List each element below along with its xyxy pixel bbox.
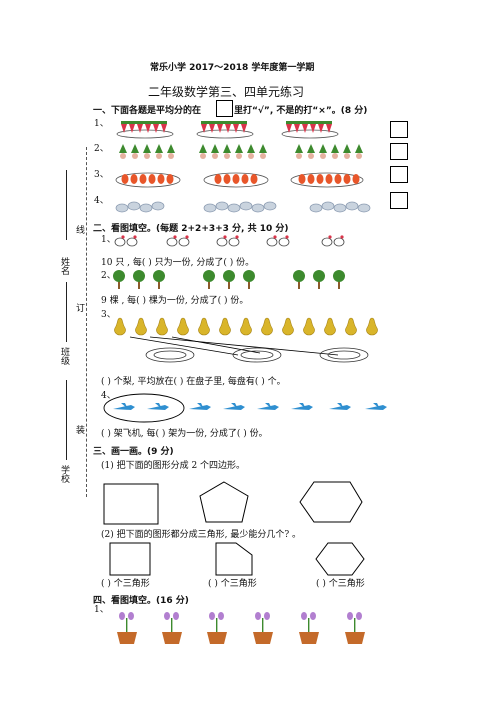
answer-box-1[interactable] — [390, 121, 408, 138]
plate-icon — [115, 172, 364, 188]
pentagon-shape — [199, 481, 249, 523]
carrot-plates — [115, 172, 364, 188]
s3-part1-text: (1) 把下面的图形分成 2 个四边形。 — [101, 461, 246, 471]
binding-char-zhuang: 装 — [76, 426, 86, 436]
s2-q1-text: 10 只 , 每( ) 只为一份, 分成了( ) 份。 — [101, 258, 255, 268]
name-label: 姓名 — [59, 257, 69, 275]
school-label: 学校 — [59, 465, 69, 483]
section2-heading: 二、看图填空。(每题 2+2+3+3 分, 共 10 分) — [93, 224, 289, 234]
s2-q3-number: 3、 — [101, 310, 116, 320]
strawberry-icon — [121, 124, 332, 133]
divide-shapes-1 — [103, 481, 363, 525]
radish-icon — [119, 144, 363, 159]
class-label: 班级 — [59, 347, 69, 365]
divide-shapes-2 — [109, 542, 365, 576]
hexagon-shape-2 — [315, 542, 365, 576]
section3-heading: 三、画一画。(9 分) — [93, 447, 174, 457]
airplane-icon — [113, 403, 387, 410]
carrot-icon — [121, 174, 360, 184]
s2-q4-text: ( ) 架飞机, 每( ) 架为一份, 分成了( ) 份。 — [101, 429, 268, 439]
s1-item-4-number: 4、 — [94, 196, 109, 206]
school-underline — [66, 380, 67, 460]
airplane-row — [103, 393, 387, 423]
s3-answer-2: ( ) 个三角形 — [208, 579, 257, 589]
answer-box-2[interactable] — [390, 143, 408, 160]
radish-row — [119, 144, 363, 159]
tree-icon — [113, 270, 345, 289]
s1-item-2-number: 2、 — [94, 144, 109, 154]
name-underline — [66, 170, 67, 240]
plate-icon — [145, 347, 369, 363]
chicken-icon — [114, 237, 345, 247]
binding-char-xian: 线 — [76, 226, 86, 236]
school-title: 常乐小学 2017～2018 学年度第一学期 — [150, 63, 315, 73]
rabbit-icon — [115, 201, 371, 213]
s3-part2-text: (2) 把下面的图形都分成三角形, 最少能分几个? 。 — [101, 530, 302, 540]
pear-row — [114, 317, 378, 336]
strawberry-plates — [116, 121, 339, 139]
pear-plates-with-arrows — [129, 336, 369, 363]
square-shape — [109, 542, 151, 576]
class-underline — [66, 282, 67, 342]
section4-heading: 四、看图填空。(16 分) — [93, 596, 189, 606]
flower-pot-row — [117, 612, 365, 644]
pear-icon — [114, 317, 378, 336]
house-pentagon-shape — [215, 542, 253, 576]
binding-dashed-line — [86, 147, 87, 497]
hexagon-shape — [299, 481, 363, 523]
s3-answer-3: ( ) 个三角形 — [316, 579, 365, 589]
answer-box-3[interactable] — [390, 166, 408, 183]
rectangle-shape — [103, 483, 159, 525]
heading-answer-box — [216, 100, 233, 117]
s3-answer-1: ( ) 个三角形 — [101, 579, 150, 589]
s2-q2-text: 9 棵 , 每( ) 棵为一份, 分成了( ) 份。 — [101, 296, 249, 306]
s4-q1-number: 1、 — [94, 605, 109, 615]
binding-char-ding: 订 — [76, 304, 86, 314]
chicken-row — [114, 235, 345, 247]
s2-q2-number: 2、 — [101, 271, 116, 281]
s1-item-3-number: 3、 — [94, 170, 109, 180]
s2-q1-number: 1、 — [101, 235, 116, 245]
section1-heading-tail: 里打“√”, 不是的打“×”。(8 分) — [234, 106, 368, 116]
flower-pot-icon — [117, 612, 365, 644]
answer-box-4[interactable] — [390, 192, 408, 209]
s2-q3-text: ( ) 个梨, 平均放在( ) 在盘子里, 每盘有( ) 个。 — [101, 377, 286, 387]
rabbit-row — [115, 201, 371, 213]
s2-q4-number: 4、 — [101, 391, 116, 401]
page-title: 二年级数学第三、四单元练习 — [148, 85, 305, 99]
plate-icon — [116, 129, 339, 139]
s1-item-1-number: 1、 — [94, 119, 109, 129]
section1-heading: 一、下面各题是平均分的在 — [93, 106, 202, 116]
tree-row — [113, 270, 345, 289]
